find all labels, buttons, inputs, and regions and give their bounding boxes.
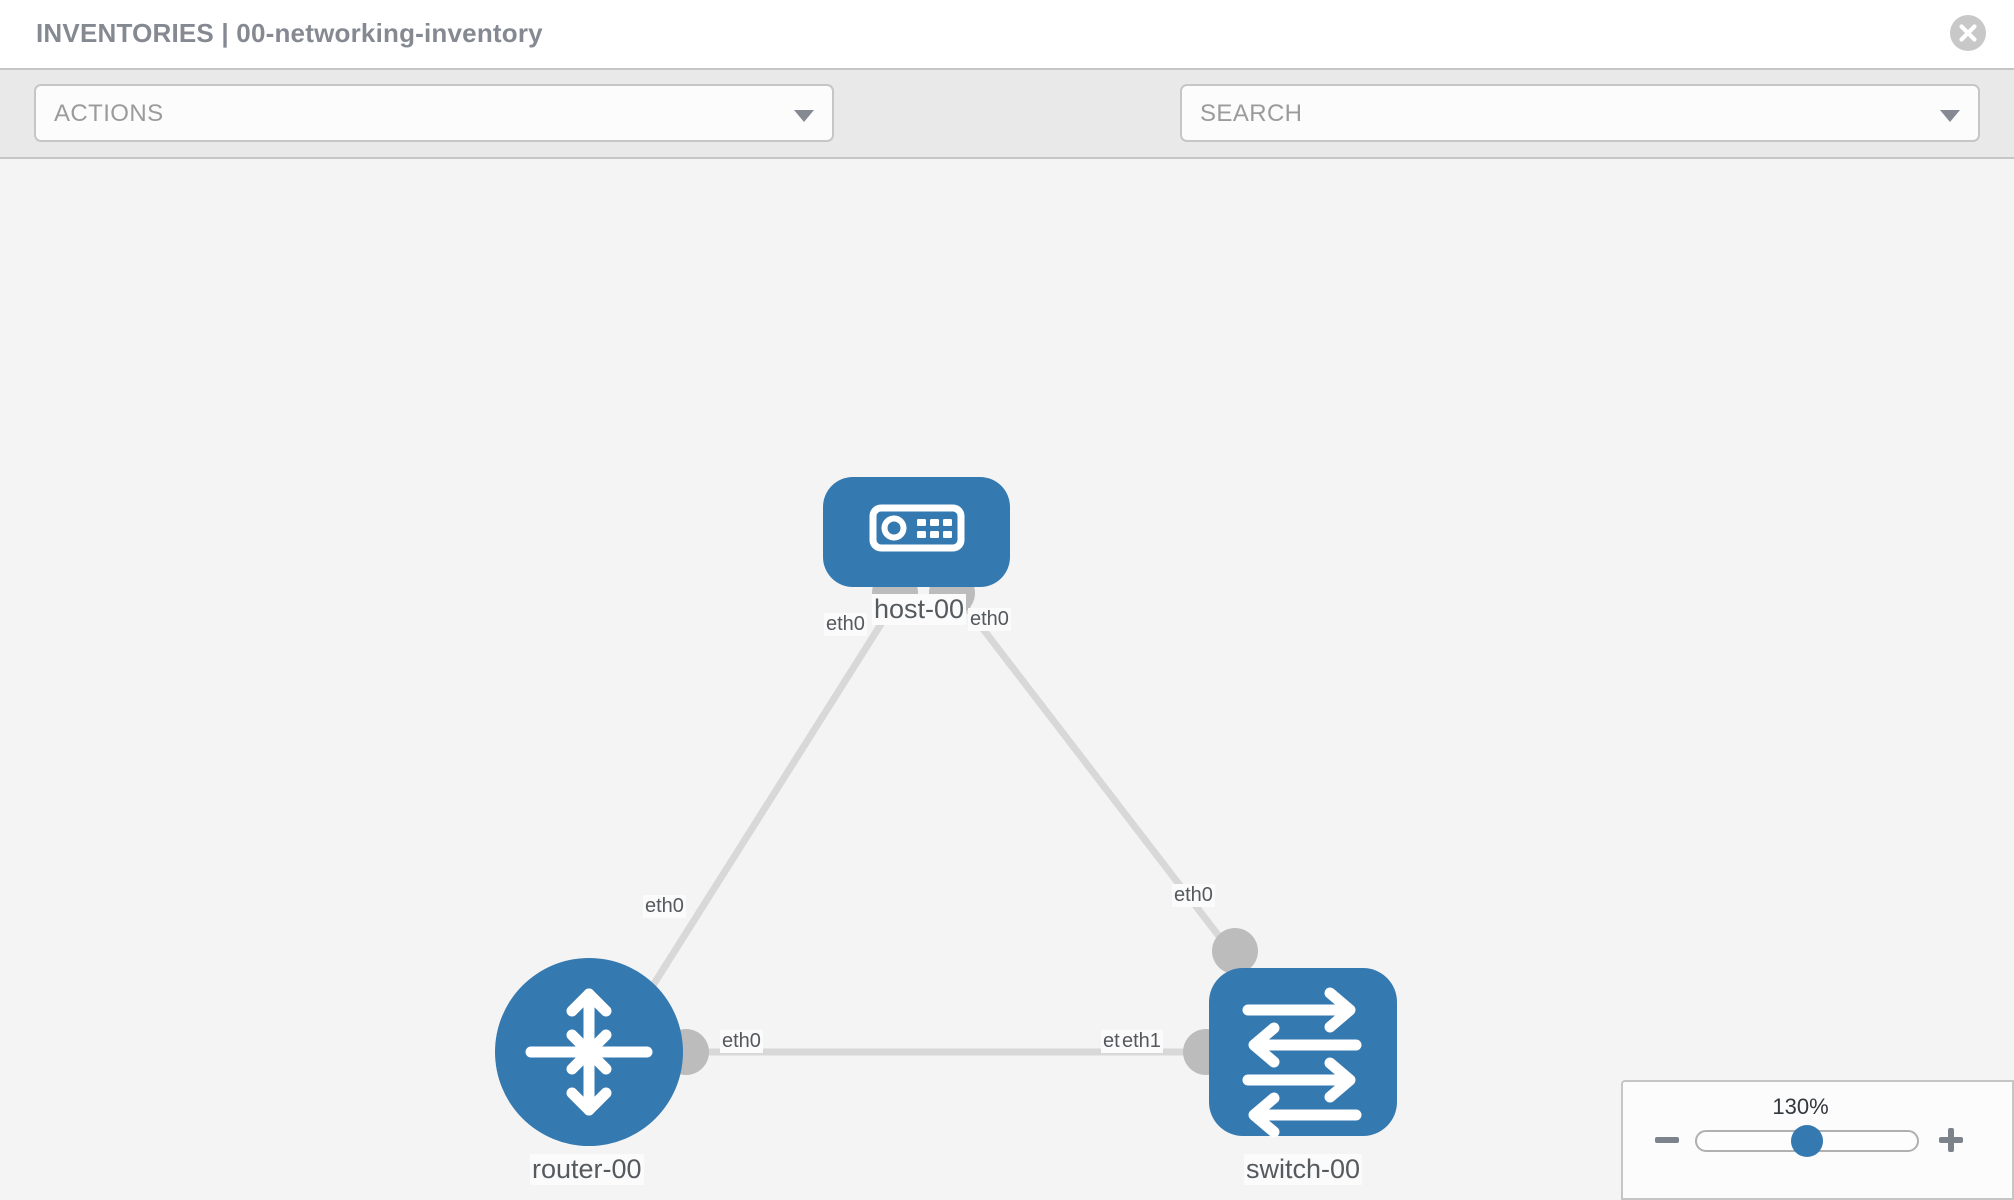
edge-label-router-switch: eth0 — [720, 1030, 763, 1053]
node-switch-00 — [1209, 968, 1397, 1138]
search-input[interactable]: SEARCH — [1180, 84, 1980, 142]
edge-label-switch-eth1: eth1 — [1120, 1030, 1163, 1053]
edge-label-host-router: eth0 — [824, 613, 867, 636]
close-button[interactable] — [1950, 15, 1986, 51]
chevron-down-icon — [794, 110, 814, 122]
page-header: INVENTORIES | 00-networking-inventory — [0, 0, 2014, 68]
chevron-down-icon — [1940, 110, 1960, 122]
plus-icon — [1935, 1124, 1967, 1156]
zoom-in-button[interactable] — [1935, 1124, 1967, 1156]
actions-dropdown[interactable]: ACTIONS — [34, 84, 834, 142]
edge-label-switch-host: eth0 — [1172, 884, 1215, 907]
minus-icon — [1651, 1124, 1683, 1156]
edge-label-host-switch: eth0 — [968, 608, 1011, 631]
toolbar: ACTIONS SEARCH — [0, 68, 2014, 201]
node-label-switch-00: switch-00 — [1244, 1154, 1363, 1185]
page-title: INVENTORIES | 00-networking-inventory — [36, 18, 543, 48]
zoom-control-panel: 130% — [1621, 1080, 2014, 1200]
node-label-router-00: router-00 — [530, 1154, 644, 1185]
node-label-host-00: host-00 — [872, 594, 967, 625]
endpoint-switch-top — [1212, 928, 1258, 974]
node-router-00 — [495, 958, 683, 1146]
search-placeholder: SEARCH — [1200, 100, 1303, 127]
topology-canvas[interactable]: host-00 router-00 switch-00 eth0 eth0 et… — [0, 161, 2014, 1200]
topology-graph — [495, 477, 1397, 1146]
node-host-00 — [823, 477, 1010, 587]
zoom-out-button[interactable] — [1651, 1124, 1683, 1156]
actions-dropdown-label: ACTIONS — [54, 100, 164, 127]
zoom-percent-label: 130% — [1772, 1094, 1829, 1119]
close-icon — [1950, 15, 1986, 51]
edge-host-router — [637, 584, 908, 1008]
edge-label-router-host: eth0 — [643, 895, 686, 918]
zoom-slider-thumb[interactable] — [1791, 1125, 1823, 1157]
